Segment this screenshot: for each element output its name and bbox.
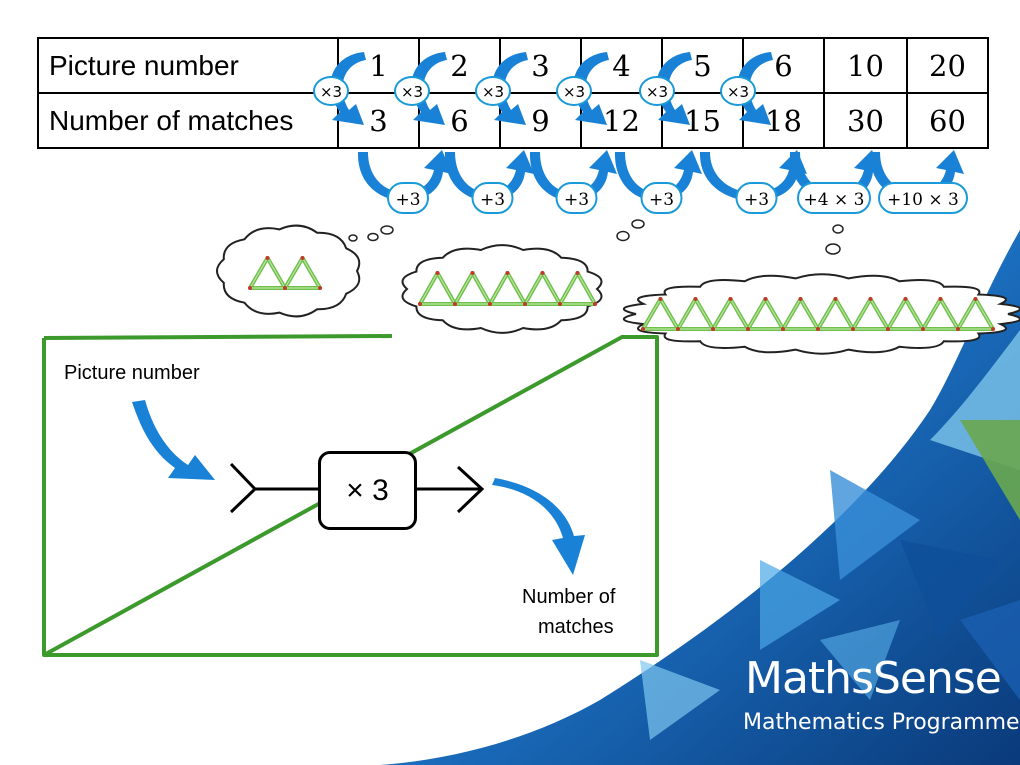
machine-frame — [42, 334, 659, 657]
plus-arrow-icon — [699, 150, 807, 202]
plus-badge-text: +3 — [564, 190, 589, 210]
function-machine — [229, 462, 485, 514]
plus-badge: +4 × 3 — [797, 182, 871, 214]
thought-bubble-dot — [380, 225, 394, 235]
plus-badge: +3 — [555, 182, 598, 214]
plus-badge-text: +3 — [744, 190, 769, 210]
thought-cloud — [215, 224, 361, 318]
thought-bubble-dot — [348, 234, 358, 242]
vertical-badges: ×3 ×3 ×3 ×3 ×3 ×3 — [313, 76, 756, 106]
input-brush-arrow-icon — [132, 400, 215, 480]
plus-badge: +10 × 3 — [878, 182, 968, 214]
plus-arrow-icon — [444, 150, 534, 202]
times-three-badge-text: ×3 — [482, 83, 504, 101]
table-cell: 9 — [499, 92, 582, 149]
thought-bubble-dot — [825, 243, 841, 255]
times-three-badge: ×3 — [639, 76, 675, 106]
times-three-badge: ×3 — [556, 76, 592, 106]
thought-bubble-dot — [631, 219, 645, 229]
table-cell: 20 — [906, 37, 989, 94]
thought-cloud — [401, 244, 603, 334]
brand-logo: MathsSense — [745, 653, 1002, 704]
plus-arrow-icon — [357, 150, 452, 202]
output-label-line2: matches — [538, 616, 614, 638]
plus-arrow-icon — [529, 150, 617, 202]
plus-badge: +3 — [471, 182, 514, 214]
plus-badge: +3 — [735, 182, 778, 214]
plus-badge-text: +3 — [395, 190, 420, 210]
times-three-arrow-icon — [656, 52, 692, 125]
times-three-badge-text: ×3 — [727, 83, 749, 101]
table-row: Number of matches 3 6 9 12 15 18 30 60 — [37, 92, 989, 149]
plus-badge-text: +3 — [649, 190, 674, 210]
table-cell: 10 — [823, 37, 908, 94]
output-brush-arrow-icon — [492, 478, 585, 575]
bottom-badges: +3 +3 +3 +3 +3 +4 × 3 +10 × 3 — [387, 182, 968, 214]
row-header-picture-number: Picture number — [37, 37, 339, 94]
times-three-arrow-icon — [573, 52, 609, 125]
times-three-badge-text: ×3 — [563, 83, 585, 101]
table-cell: 30 — [823, 92, 908, 149]
times-three-badge: ×3 — [720, 76, 756, 106]
times-three-badge: ×3 — [313, 76, 349, 106]
plus-badge: +3 — [640, 182, 683, 214]
table-cell: 60 — [906, 92, 989, 149]
times-three-badge: ×3 — [394, 76, 430, 106]
thought-clouds — [215, 219, 1020, 355]
times-three-arrow-icon — [492, 52, 528, 125]
output-arrowhead — [456, 465, 485, 514]
thought-bubble-dot — [832, 224, 844, 234]
times-three-arrow-icon — [737, 52, 773, 125]
times-three-arrow-icon — [330, 52, 366, 125]
plus-badge-text: +4 × 3 — [804, 190, 865, 210]
plus-badge-text: +10 × 3 — [887, 190, 959, 210]
plus-badge-text: +3 — [480, 190, 505, 210]
thought-bubble-dot — [616, 230, 630, 242]
times-three-badge-text: ×3 — [320, 83, 342, 101]
output-label-line1: Number of — [522, 586, 616, 608]
plus-arrow-icon — [614, 150, 702, 202]
brand-subtitle: Mathematics Programme — [743, 710, 1020, 735]
thought-bubble-dot — [367, 232, 379, 242]
input-label: Picture number — [64, 362, 200, 384]
vertical-arrows — [330, 52, 773, 125]
row-header-number-of-matches: Number of matches — [37, 92, 339, 149]
times-three-arrow-icon — [411, 52, 447, 125]
input-chevron — [229, 462, 258, 514]
times-three-badge-text: ×3 — [401, 83, 423, 101]
times-three-badge: ×3 — [475, 76, 511, 106]
thought-cloud — [623, 273, 1020, 355]
operation-box: × 3 — [318, 451, 417, 530]
plus-badge: +3 — [387, 182, 429, 214]
times-three-badge-text: ×3 — [646, 83, 668, 101]
